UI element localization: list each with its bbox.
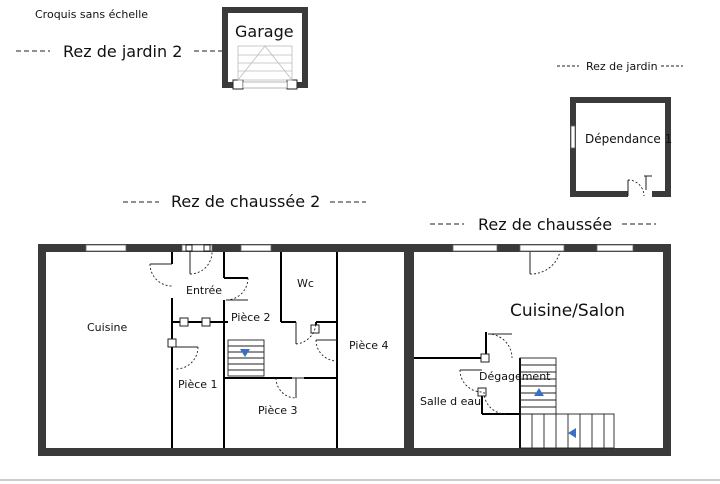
left-wing-doors bbox=[149, 251, 338, 399]
level-title-ground: Rez de chaussée bbox=[430, 215, 656, 234]
room-label-cuisine: Cuisine bbox=[87, 321, 127, 334]
svg-text:Rez de jardin 2: Rez de jardin 2 bbox=[63, 42, 182, 61]
sketch-note: Croquis sans échelle bbox=[35, 8, 148, 21]
room-label-wc: Wc bbox=[297, 277, 314, 290]
left-wing-stair bbox=[227, 339, 265, 377]
left-wing-partitions bbox=[167, 244, 338, 448]
level-title-garden-2: Rez de jardin 2 bbox=[16, 42, 226, 61]
svg-text:Rez de chaussée 2: Rez de chaussée 2 bbox=[171, 192, 320, 211]
right-wing-doors bbox=[459, 251, 561, 415]
main-house-walls bbox=[38, 244, 671, 456]
garage-building: Garage bbox=[222, 7, 308, 90]
room-label-piece3: Pièce 3 bbox=[258, 404, 298, 417]
level-title-ground-2: Rez de chaussée 2 bbox=[123, 192, 366, 211]
dependance-building: Dépendance 1 bbox=[570, 97, 672, 198]
level-title-garden: Rez de jardin bbox=[557, 60, 683, 73]
right-wing-partitions bbox=[414, 332, 521, 448]
svg-text:Rez de jardin: Rez de jardin bbox=[586, 60, 658, 73]
room-label-degagement: Dégagement bbox=[479, 370, 551, 383]
room-label-piece2: Pièce 2 bbox=[231, 311, 271, 324]
room-label-cuisine-salon: Cuisine/Salon bbox=[510, 301, 625, 321]
room-label-piece4: Pièce 4 bbox=[349, 339, 389, 352]
right-wing-stair bbox=[519, 357, 615, 449]
room-label-garage: Garage bbox=[235, 22, 294, 41]
room-label-piece1: Pièce 1 bbox=[178, 378, 218, 391]
room-label-salle-eau: Salle d eau bbox=[420, 395, 481, 408]
room-label-dependance: Dépendance 1 bbox=[585, 132, 672, 146]
room-label-entree: Entrée bbox=[186, 284, 222, 297]
svg-text:Rez de chaussée: Rez de chaussée bbox=[478, 215, 612, 234]
